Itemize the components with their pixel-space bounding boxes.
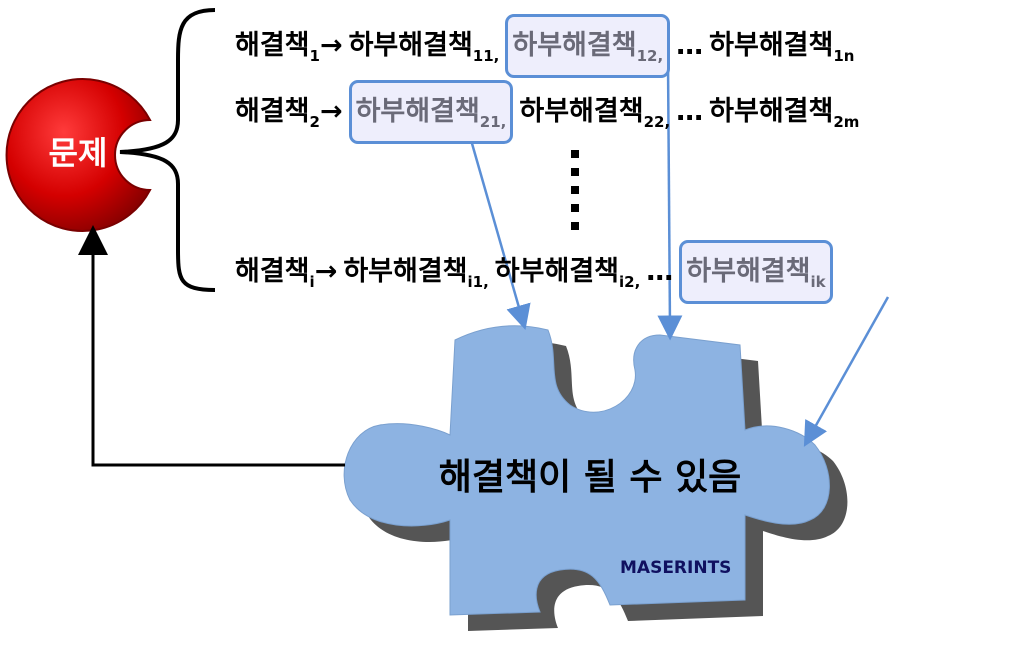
solution-text: 해결책 xyxy=(235,96,310,127)
connector-12 xyxy=(657,61,683,341)
solution-subscript: 2 xyxy=(309,113,320,131)
solution-row: 해결책1→하부해결책11,하부해결책12,…하부해결책1n xyxy=(235,14,860,78)
solution-head: 해결책1→ xyxy=(235,23,343,65)
subsolution-text: 하부해결책 xyxy=(348,30,473,61)
solution-head: 해결책i→ xyxy=(235,249,337,291)
arrow-icon: → xyxy=(319,30,343,61)
subsolution: 하부해결책22, xyxy=(519,89,670,131)
subsolution-text: 하부해결책 xyxy=(355,96,480,127)
arrow-icon: → xyxy=(314,256,338,287)
subsolution: 하부해결책i2, xyxy=(495,249,640,291)
subsolution-text: 하부해결책 xyxy=(343,256,468,287)
subsolution-subscript: 21, xyxy=(479,113,507,131)
subsolution: … xyxy=(676,96,703,131)
solution-row: 해결책2→하부해결책21,하부해결책22,…하부해결책2m xyxy=(235,80,865,144)
arrow-icon: → xyxy=(319,96,343,127)
solution-head: 해결책2→ xyxy=(235,89,343,131)
solution-text: 해결책 xyxy=(235,256,310,287)
solution-subscript: i xyxy=(309,273,315,291)
subsolution-text: 하부해결책 xyxy=(709,30,834,61)
feedback-arrow xyxy=(78,225,345,467)
subsolution-text: 하부해결책 xyxy=(494,256,619,287)
subsolution: 하부해결책11, xyxy=(349,23,500,65)
connector-ik xyxy=(803,296,890,447)
problem-circle xyxy=(5,78,152,232)
brace xyxy=(119,8,216,292)
subsolution-text: … xyxy=(646,256,674,287)
subsolution-text: 하부해결책 xyxy=(709,96,834,127)
subsolution: 하부해결책i1, xyxy=(343,249,488,291)
solution-row: 해결책i→하부해결책i1,하부해결책i2,…하부해결책ik xyxy=(235,240,839,304)
highlighted-subsolution: 하부해결책21, xyxy=(348,80,514,144)
subsolution-subscript: i1, xyxy=(467,273,489,291)
subsolution-text: 하부해결책 xyxy=(686,256,811,287)
vertical-ellipsis xyxy=(571,150,579,240)
subsolution-subscript: 12, xyxy=(636,47,664,65)
solution-subscript: 1 xyxy=(309,47,320,65)
problem-label: 문제 xyxy=(48,134,108,172)
subsolution: … xyxy=(676,30,703,65)
puzzle-piece xyxy=(343,325,830,616)
connector-21 xyxy=(469,139,531,331)
subsolution-subscript: 22, xyxy=(643,113,671,131)
subsolution: … xyxy=(646,256,673,291)
subsolution-subscript: 11, xyxy=(472,47,500,65)
subsolution-text: … xyxy=(676,96,704,127)
solution-text: 해결책 xyxy=(235,30,310,61)
highlighted-subsolution: 하부해결책ik xyxy=(679,240,833,304)
subsolution-subscript: ik xyxy=(810,273,826,291)
subsolution: 하부해결책2m xyxy=(709,89,859,131)
highlighted-subsolution: 하부해결책12, xyxy=(505,14,671,78)
subsolution: 하부해결책1n xyxy=(709,23,854,65)
subsolution-subscript: i2, xyxy=(619,273,641,291)
subsolution-text: 하부해결책 xyxy=(519,96,644,127)
brand-label: MASERINTS xyxy=(620,558,732,578)
subsolution-subscript: 2m xyxy=(833,113,860,131)
subsolution-text: … xyxy=(676,30,704,61)
puzzle-label: 해결책이 될 수 있음 xyxy=(438,457,742,498)
subsolution-subscript: 1n xyxy=(833,47,855,65)
subsolution-text: 하부해결책 xyxy=(512,30,637,61)
